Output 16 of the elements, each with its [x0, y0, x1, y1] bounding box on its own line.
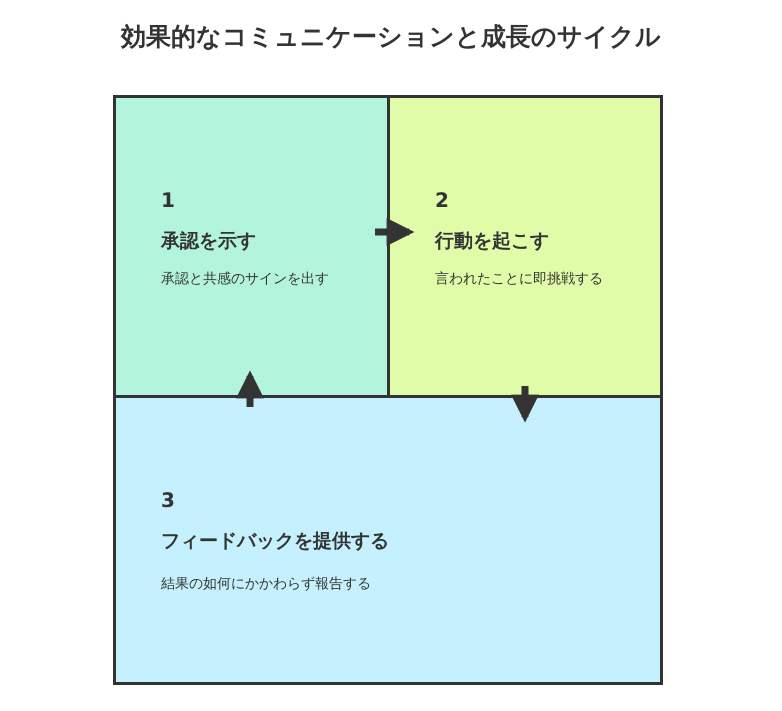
step-heading: 行動を起こす [435, 229, 549, 254]
arrow [375, 218, 415, 246]
step-number: 1 [161, 188, 175, 212]
step-heading: 承認を示す [161, 229, 256, 254]
step-description: 承認と共感のサインを出す [161, 270, 330, 289]
step-description: 言われたことに即挑戦する [435, 270, 604, 289]
step-panel [113, 395, 663, 685]
step-number: 2 [435, 188, 449, 212]
step-number: 3 [161, 488, 175, 512]
diagram-title: 効果的なコミュニケーションと成長のサイクル [120, 21, 662, 53]
arrow [511, 386, 539, 423]
step-panel [113, 95, 390, 398]
step-description: 結果の如何にかかわらず報告する [161, 575, 372, 594]
arrow [236, 370, 264, 407]
step-heading: フィードバックを提供する [161, 529, 389, 554]
step-panel [387, 95, 663, 398]
